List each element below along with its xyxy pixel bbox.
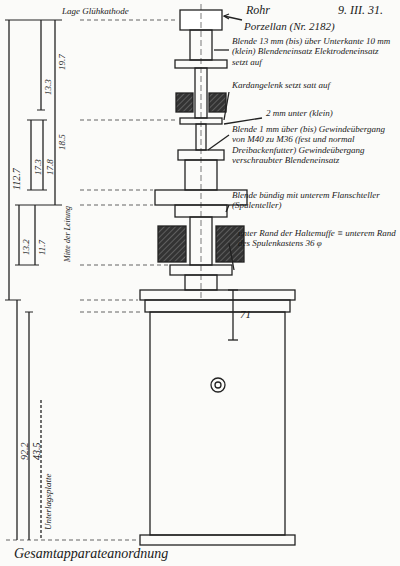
note-label: unter Rand der Haltemuffe ≡ unterem Rand… — [238, 228, 396, 249]
dimension-label: 92.2 — [19, 443, 31, 461]
note-label: Lage Glühkathode — [62, 6, 129, 16]
dimension-label: 17.3 — [33, 159, 43, 175]
dimension-label: Mitte der Leitung — [63, 206, 72, 262]
dimension-label: 43.5 — [31, 443, 43, 461]
dimension-label: 112.7 — [11, 168, 23, 190]
drawing-caption: Gesamtapparateanordnung — [14, 546, 168, 562]
dimension-label: 19.7 — [57, 54, 67, 70]
note-label: Blende bündig mit unterem Flanschteller … — [232, 190, 392, 211]
note-label: Kardangelenk setzt satt auf — [232, 80, 392, 90]
note-label: 9. III. 31. — [338, 4, 383, 18]
note-label: Porzellan (Nr. 2182) — [244, 20, 374, 33]
dimension-label: 18.5 — [57, 134, 67, 150]
dimension-label: 11.7 — [37, 240, 47, 255]
dimension-label: Unterlagsplatte — [43, 474, 53, 531]
note-label: Blende 1 mm über (bis) Gewindeübergang v… — [232, 124, 396, 165]
dimension-label: 17.8 — [45, 159, 55, 175]
dimension-label: 13.3 — [43, 79, 53, 95]
note-label: 71 — [240, 308, 251, 321]
note-label: 2 mm unter (klein) — [266, 108, 386, 118]
note-label: Blende 13 mm (bis) über Unterkante 10 mm… — [232, 36, 394, 67]
note-label: Rohr — [246, 4, 270, 18]
dimension-label: 13.2 — [21, 239, 31, 255]
